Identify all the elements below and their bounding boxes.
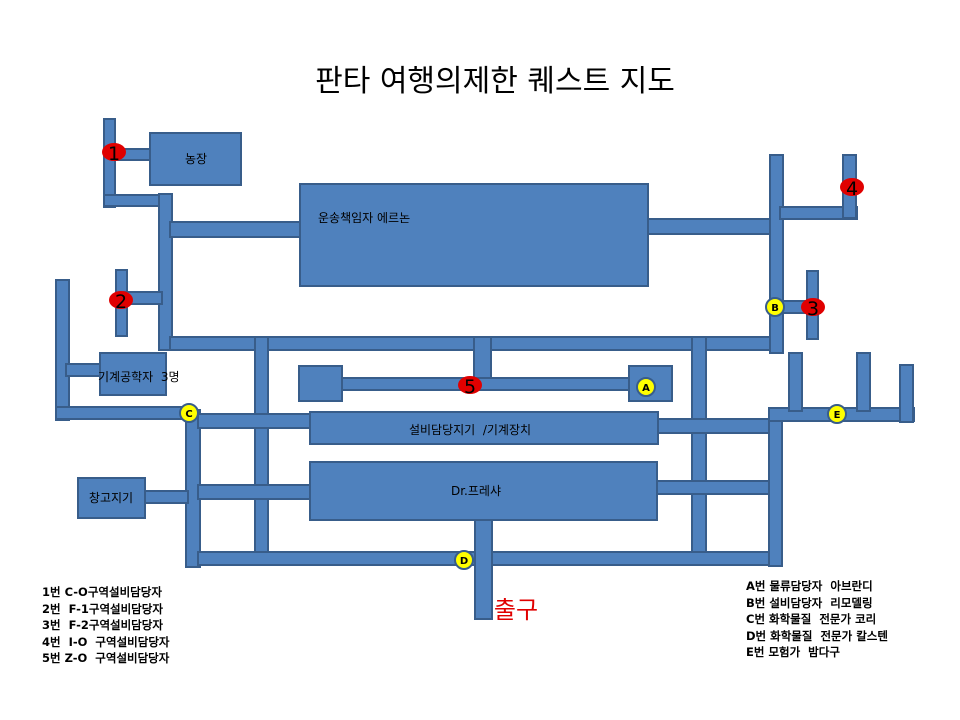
facility-label: 설비담당지기 /기계장치: [409, 423, 531, 437]
rooms: [77, 132, 673, 521]
red-marker-1: 1: [102, 143, 126, 165]
marker-label: 4: [846, 178, 858, 200]
marker-label: B: [771, 303, 779, 314]
yellow-markers: A B C D E: [179, 297, 847, 570]
corridor: [55, 279, 70, 421]
room-labels: 농장 운송책임자 에르논 기계공학자 3명 설비담당지기 /기계장치 창고지기 …: [89, 152, 531, 505]
corridor: [65, 363, 103, 377]
marker-label: E: [834, 410, 841, 421]
facility-room: [309, 411, 659, 445]
marker-label: 2: [115, 291, 127, 313]
corridor: [55, 406, 193, 420]
corridor: [856, 352, 871, 412]
marker-label: C: [185, 409, 192, 420]
corridor: [158, 193, 173, 351]
legend-item: E번 모험가 밤다구: [746, 645, 840, 659]
red-marker-3: 3: [801, 298, 825, 320]
legend-lettered: A번 물류담당자 아브란디 B번 설비담당자 리모델링 C번 화학물질 전문가 …: [746, 578, 888, 661]
transport-room: [299, 183, 649, 287]
legend-item: 3번 F-2구역설비담당자: [42, 618, 163, 632]
corridor: [654, 480, 772, 495]
marker-label: 3: [807, 298, 819, 320]
marker-label: A: [642, 383, 650, 394]
corridor: [899, 364, 914, 423]
corridor: [169, 221, 303, 238]
marker-label: D: [460, 556, 468, 567]
red-markers: 1 2 3 4 5: [102, 143, 864, 398]
legend-numbered: 1번 C-O구역설비담당자 2번 F-1구역설비담당자 3번 F-2구역설비담당…: [42, 584, 169, 667]
engineers-label: 기계공학자 3명: [98, 370, 180, 384]
corridor: [143, 490, 189, 504]
yellow-marker-a: A: [636, 377, 656, 397]
farm-room: [149, 132, 242, 186]
legend-item: 4번 I-O 구역설비담당자: [42, 634, 170, 649]
corridor: [197, 413, 313, 429]
legend-item: D번 화학물질 전문가 칼스텐: [746, 628, 888, 643]
doctor-room: [309, 461, 658, 521]
page-title: 판타 여행의제한 퀘스트 지도: [315, 64, 675, 99]
corridor: [656, 418, 774, 434]
legend-item: 2번 F-1구역설비담당자: [42, 601, 163, 616]
farm-label: 농장: [185, 152, 207, 166]
corridor: [768, 407, 783, 567]
marker-label: 1: [108, 143, 120, 165]
yellow-marker-c: C: [179, 403, 199, 423]
red-marker-2: 2: [109, 291, 133, 313]
engineers-room: [99, 352, 167, 396]
corridor: [254, 336, 269, 554]
corridor: [645, 218, 777, 235]
legend-item: B번 설비담당자 리모델링: [746, 595, 873, 610]
warehouse-label: 창고지기: [89, 491, 133, 505]
yellow-marker-e: E: [827, 404, 847, 424]
corridors: [55, 118, 915, 620]
small-room-left: [298, 365, 343, 402]
legend-item: 5번 Z-O 구역설비담당자: [42, 651, 170, 665]
marker-label: 5: [464, 376, 476, 398]
doctor-label: Dr.프레샤: [451, 484, 501, 498]
warehouse-room: [77, 477, 146, 519]
corridor: [769, 154, 784, 354]
corridor: [103, 194, 161, 207]
corridor: [339, 377, 633, 391]
red-marker-4: 4: [840, 178, 864, 200]
transport-label: 운송책임자 에르논: [318, 210, 410, 225]
corridor: [474, 518, 493, 620]
legend-item: 1번 C-O구역설비담당자: [42, 585, 162, 599]
corridor: [788, 352, 803, 412]
red-marker-5: 5: [458, 376, 482, 398]
corridor: [197, 484, 313, 500]
corridor: [691, 336, 707, 554]
exit-label: 출구: [494, 596, 538, 624]
yellow-marker-b: B: [765, 297, 785, 317]
legend-item: C번 화학물질 전문가 코리: [746, 612, 877, 626]
yellow-marker-d: D: [454, 550, 474, 570]
legend-item: A번 물류담당자 아브란디: [746, 579, 873, 593]
